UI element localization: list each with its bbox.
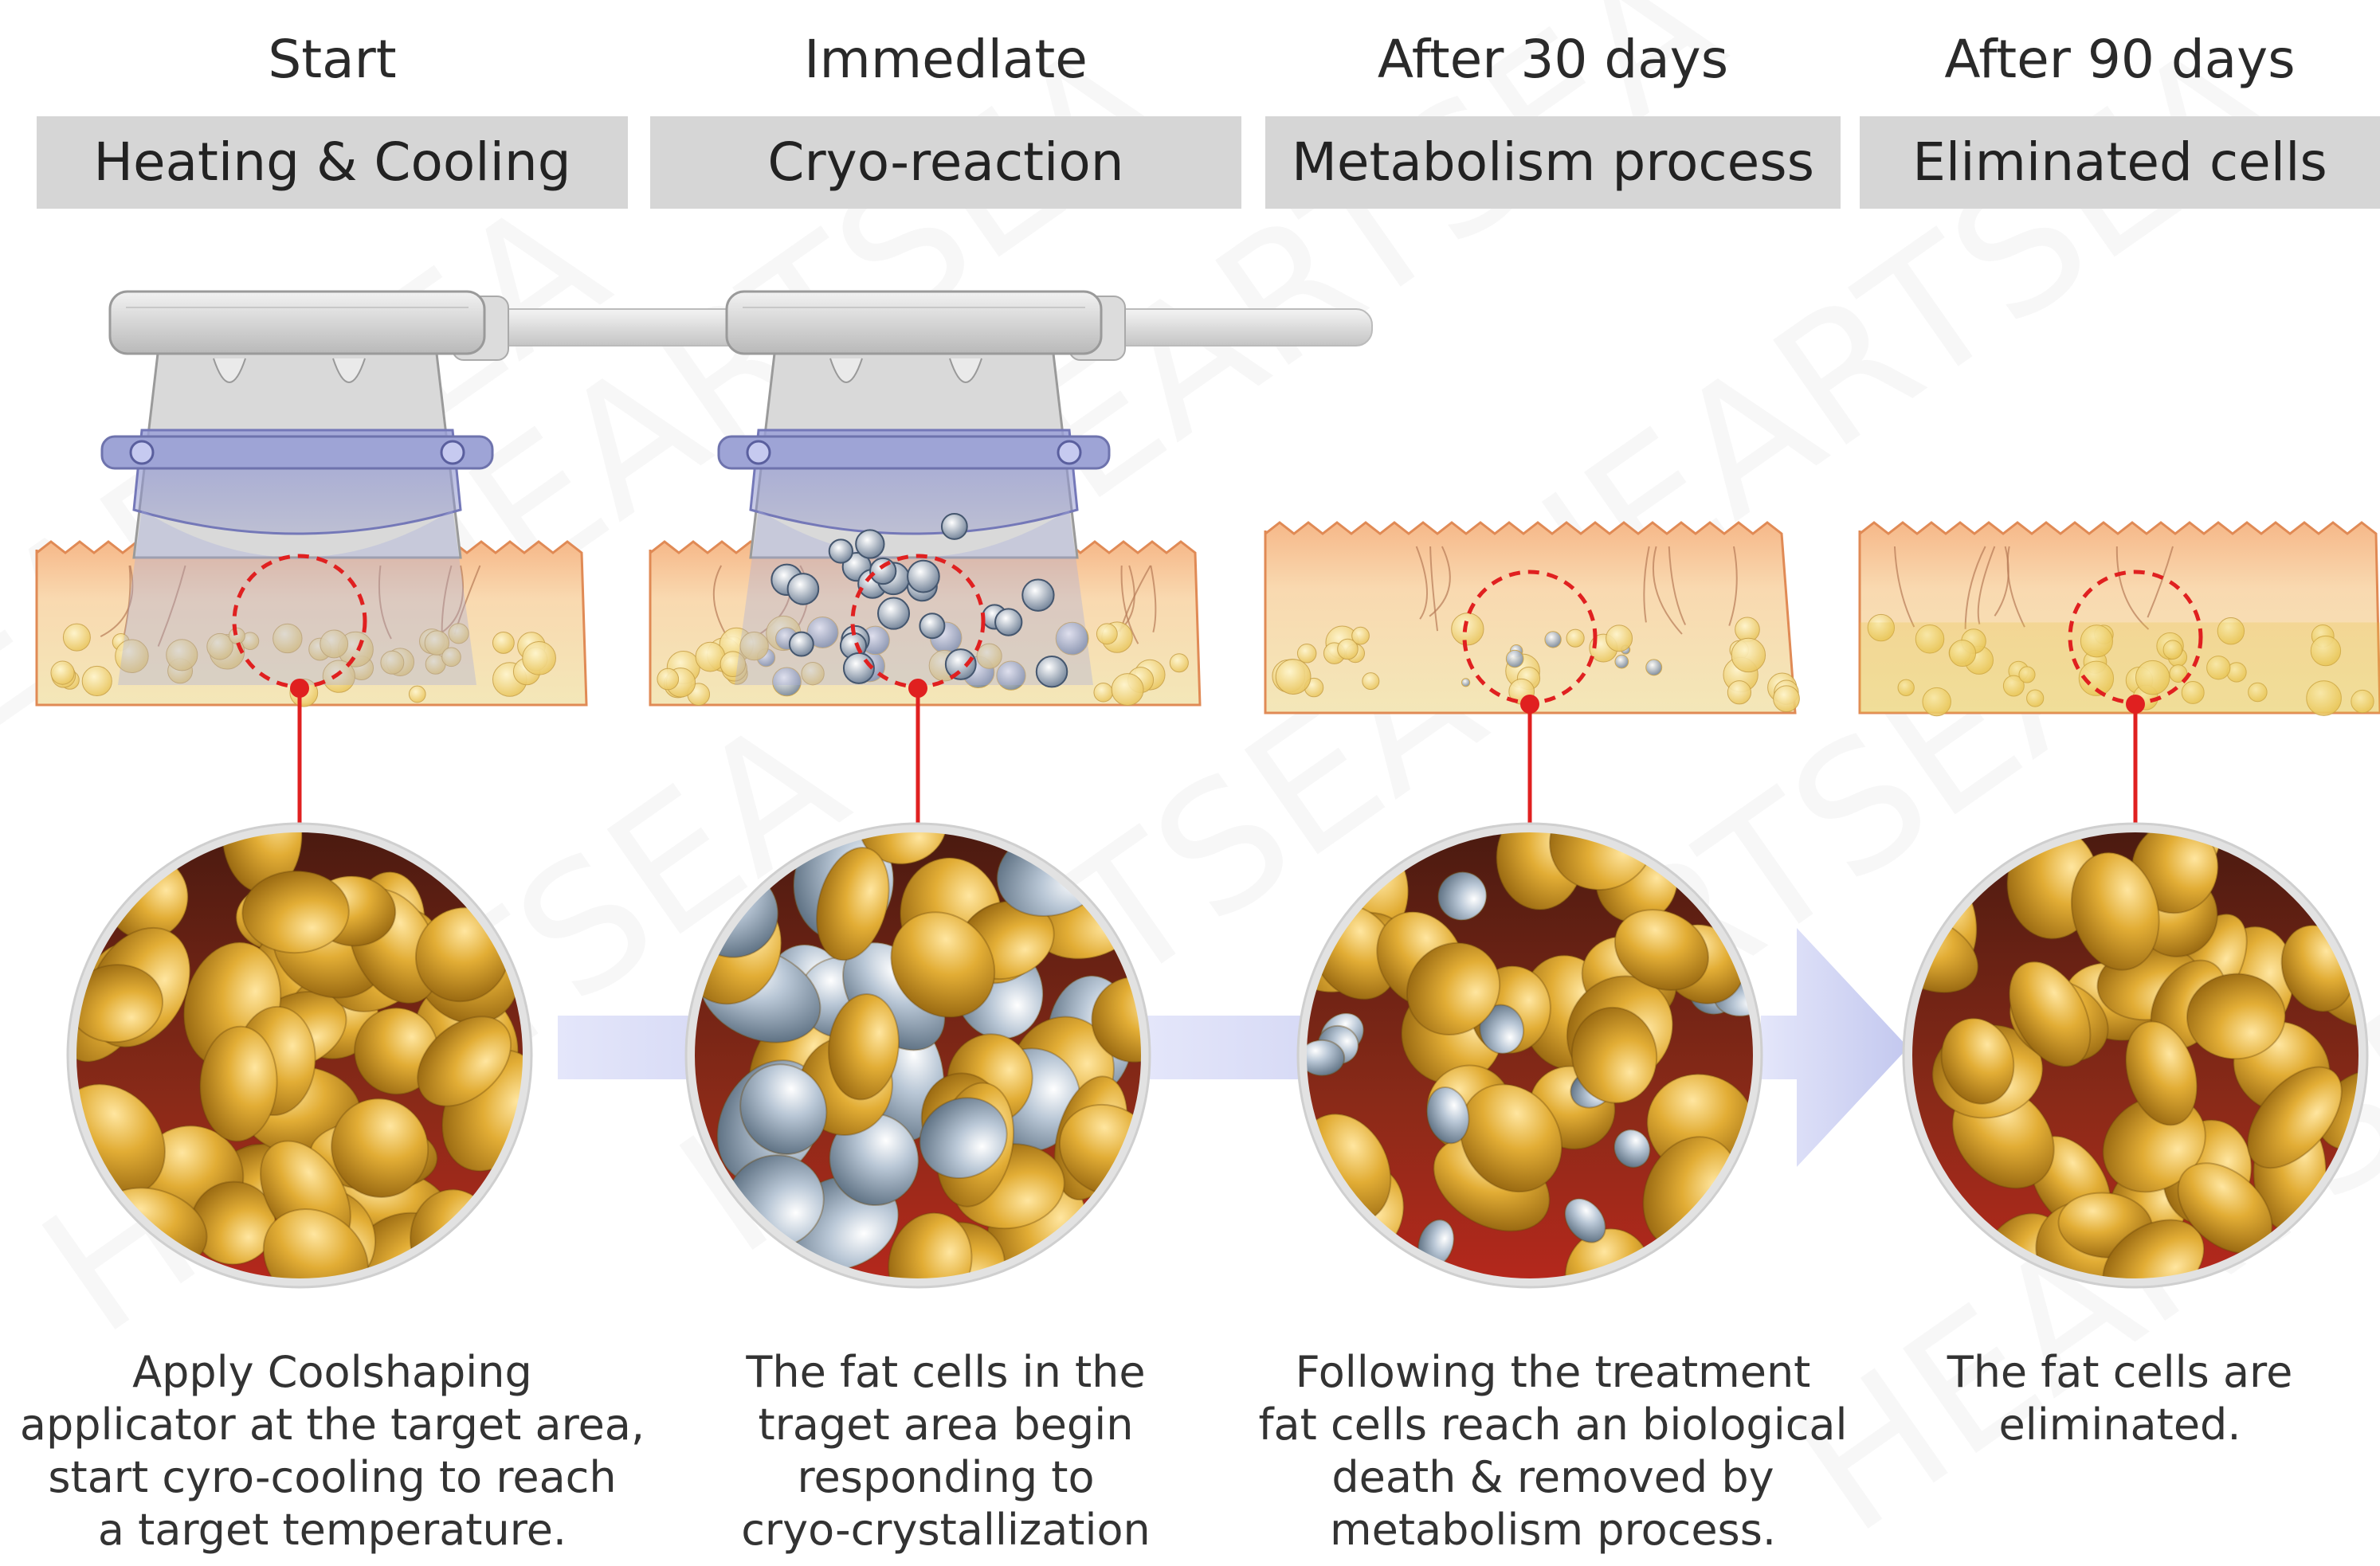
phase-label-bar: Cryo-reaction [650,116,1241,209]
phase-description: Apply Coolshaping applicator at the targ… [13,1346,652,1556]
phase-label-bar: Metabolism process [1265,116,1841,209]
phase-label-bar: Heating & Cooling [37,116,628,209]
phase-description: Following the treatment fat cells reach … [1241,1346,1864,1556]
phase-description: The fat cells in the traget area begin r… [626,1346,1265,1556]
phase-title: After 30 days [1265,24,1841,96]
phase-description: The fat cells are eliminated. [1836,1346,2380,1451]
phase-title: After 90 days [1860,24,2380,96]
phase-title: Start [37,24,628,96]
phase-title: Immedlate [650,24,1241,96]
phase-label-bar: Eliminated cells [1860,116,2380,209]
